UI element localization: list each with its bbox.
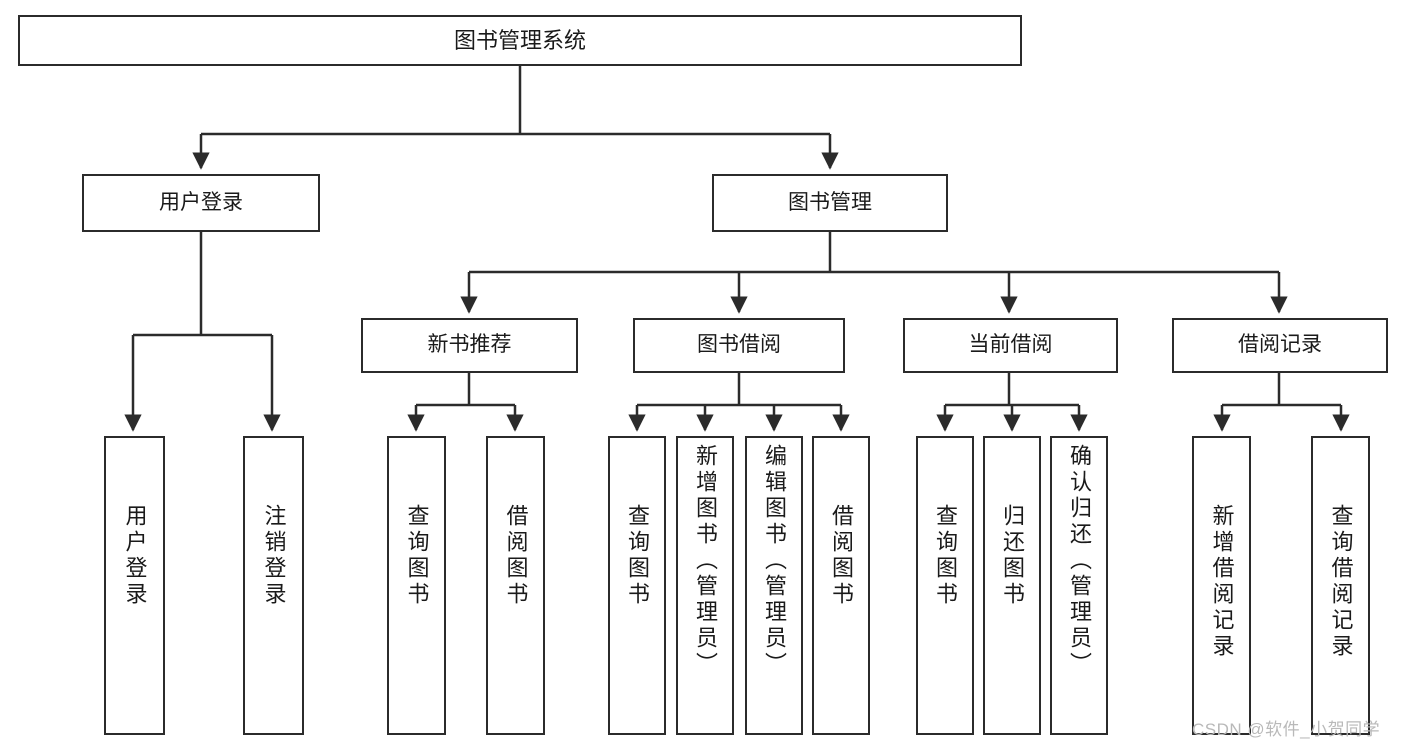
node-leaf-query-record-label: 查询借阅记录 bbox=[1328, 504, 1354, 660]
node-leaf-add-book[interactable]: 新增图书（管理员） bbox=[676, 436, 734, 735]
node-new-book-recommend-label: 新书推荐 bbox=[427, 333, 512, 357]
node-leaf-logout[interactable]: 注销登录 bbox=[243, 436, 304, 735]
node-book-manage-label: 图书管理 bbox=[788, 190, 872, 214]
node-leaf-borrow-book-rec[interactable]: 借阅图书 bbox=[486, 436, 545, 735]
node-user-login-label: 用户登录 bbox=[159, 190, 243, 214]
node-user-login[interactable]: 用户登录 bbox=[82, 174, 320, 232]
node-leaf-add-record-label: 新增借阅记录 bbox=[1209, 504, 1235, 660]
node-leaf-query-book-rec[interactable]: 查询图书 bbox=[387, 436, 446, 735]
node-leaf-edit-book-label: 编辑图书（管理员） bbox=[762, 444, 787, 678]
node-leaf-user-login[interactable]: 用户登录 bbox=[104, 436, 165, 735]
node-leaf-query-book-rec-label: 查询图书 bbox=[404, 504, 430, 608]
node-leaf-confirm-return-label: 确认归还（管理员） bbox=[1067, 444, 1092, 678]
node-leaf-return-book[interactable]: 归还图书 bbox=[983, 436, 1041, 735]
node-leaf-query-book-borrow[interactable]: 查询图书 bbox=[608, 436, 666, 735]
node-book-borrow[interactable]: 图书借阅 bbox=[633, 318, 845, 373]
node-leaf-borrow-book-label: 借阅图书 bbox=[829, 504, 854, 608]
node-leaf-borrow-book[interactable]: 借阅图书 bbox=[812, 436, 870, 735]
node-leaf-confirm-return[interactable]: 确认归还（管理员） bbox=[1050, 436, 1108, 735]
node-leaf-add-record[interactable]: 新增借阅记录 bbox=[1192, 436, 1251, 735]
node-current-borrow-label: 当前借阅 bbox=[968, 333, 1053, 357]
node-book-manage[interactable]: 图书管理 bbox=[712, 174, 948, 232]
node-leaf-return-book-label: 归还图书 bbox=[1000, 504, 1025, 608]
node-current-borrow[interactable]: 当前借阅 bbox=[903, 318, 1118, 373]
node-leaf-query-book-cur-label: 查询图书 bbox=[933, 504, 958, 608]
node-borrow-record[interactable]: 借阅记录 bbox=[1172, 318, 1388, 373]
node-root-label: 图书管理系统 bbox=[453, 27, 586, 53]
node-leaf-query-book-borrow-label: 查询图书 bbox=[625, 504, 650, 608]
node-leaf-user-login-label: 用户登录 bbox=[122, 504, 148, 608]
node-leaf-logout-label: 注销登录 bbox=[261, 504, 287, 608]
csdn-watermark: CSDN @软件_小贺同学 bbox=[1192, 720, 1381, 739]
node-leaf-add-book-label: 新增图书（管理员） bbox=[693, 444, 718, 678]
node-leaf-query-book-cur[interactable]: 查询图书 bbox=[916, 436, 974, 735]
node-book-borrow-label: 图书借阅 bbox=[697, 333, 781, 357]
node-leaf-edit-book[interactable]: 编辑图书（管理员） bbox=[745, 436, 803, 735]
node-leaf-query-record[interactable]: 查询借阅记录 bbox=[1311, 436, 1370, 735]
node-new-book-recommend[interactable]: 新书推荐 bbox=[361, 318, 578, 373]
node-borrow-record-label: 借阅记录 bbox=[1238, 333, 1322, 357]
node-leaf-borrow-book-rec-label: 借阅图书 bbox=[503, 504, 529, 608]
node-root[interactable]: 图书管理系统 bbox=[18, 15, 1022, 66]
